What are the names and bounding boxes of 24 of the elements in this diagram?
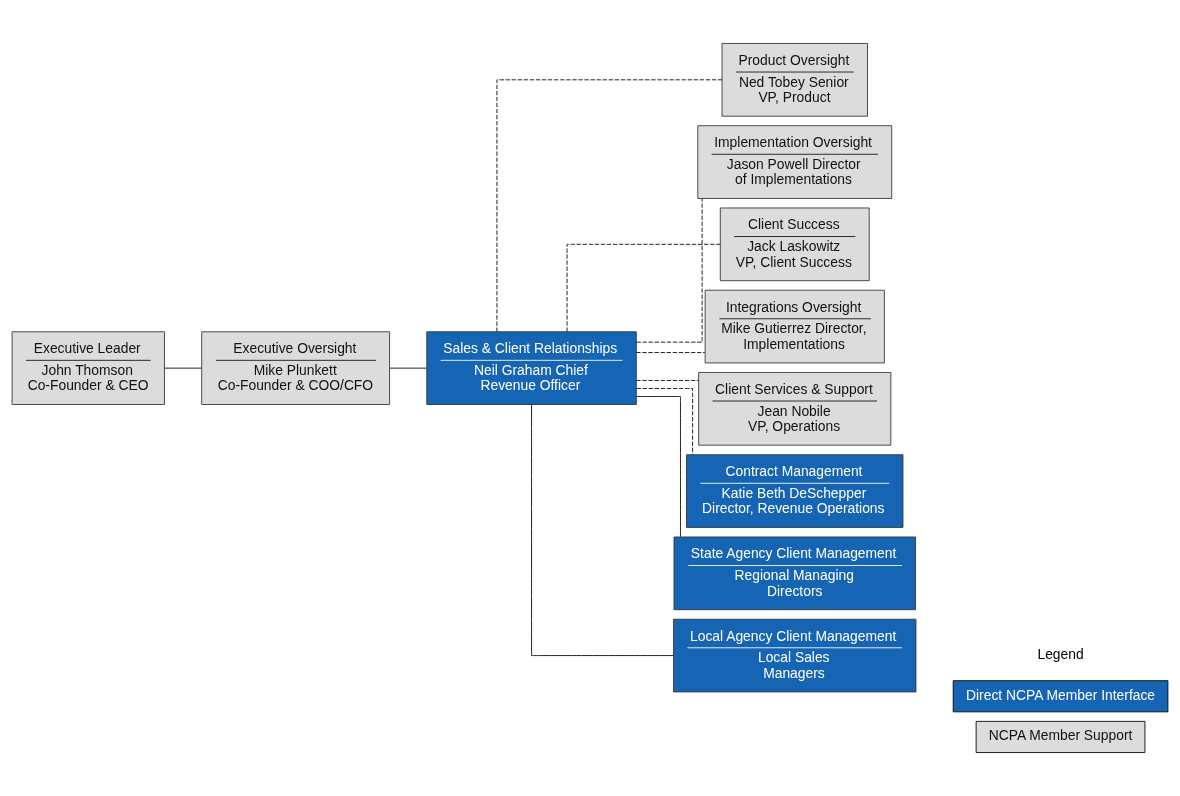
node-box: Client Services & Support Jean Nobile VP, Operations	[698, 372, 892, 446]
node-box: State Agency Client Management Regional Managing Directors	[673, 536, 916, 611]
node-box: Product Oversight Ned Tobey Senior VP, Product	[721, 43, 868, 117]
label: Legend	[1037, 645, 1084, 662]
node-box: Client Success Jack Laskowitz VP, Client Success	[719, 207, 870, 282]
legend-label: NCPA Member Support	[988, 727, 1133, 744]
connector	[635, 352, 706, 353]
connector	[531, 404, 674, 656]
connector	[635, 380, 699, 381]
node-box: Executive Oversight Mike Plunkett Co-Founder & COO/CFO	[201, 331, 390, 405]
connector	[164, 367, 202, 369]
node-box: Executive Leader John Thomson Co-Founder & CEO	[11, 331, 165, 405]
connector	[389, 367, 428, 369]
connector	[636, 388, 694, 456]
connector	[636, 396, 681, 538]
legend-label: Direct NCPA Member Interface	[966, 686, 1156, 703]
node-box: Sales & Client Relationships Neil Graham Chief Revenue Officer	[426, 331, 637, 405]
connector	[566, 243, 721, 333]
node-box: Implementation Oversight Jason Powell Director of Implementations	[697, 125, 893, 199]
node-box: Local Agency Client Management Local Sales Managers	[673, 618, 917, 693]
node-box: Integrations Oversight Mike Gutierrez Director, Implementations	[704, 289, 885, 364]
connector	[496, 79, 723, 333]
connector	[636, 198, 703, 343]
node-box: Contract Management Katie Beth DeSchepper Director, Revenue Operations	[686, 454, 904, 528]
